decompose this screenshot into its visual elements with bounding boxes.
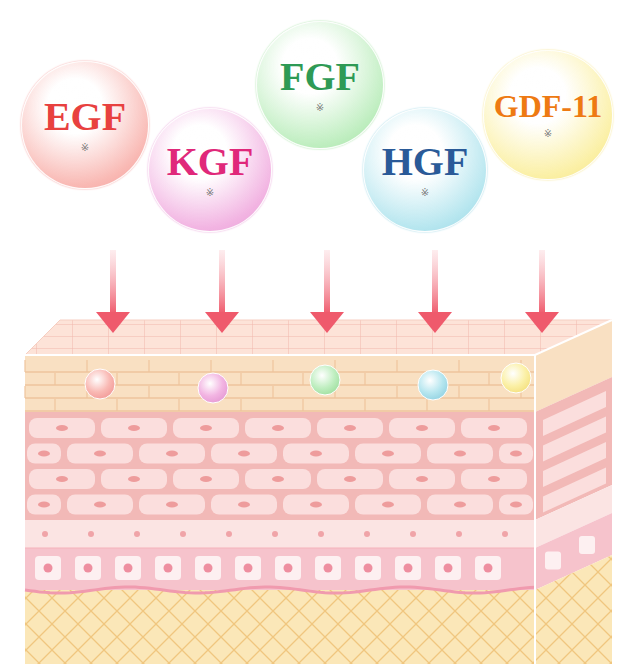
absorbed-bubble	[85, 369, 115, 399]
note-mark: ※	[544, 128, 552, 140]
penetration-arrow	[96, 250, 130, 333]
skin-layer	[25, 590, 535, 664]
growth-factor-bubble: GDF-11 ※	[483, 50, 612, 179]
factor-name: HGF	[382, 141, 469, 183]
factor-name: EGF	[44, 96, 126, 138]
skin-layer	[25, 520, 535, 548]
skin-layer	[25, 412, 535, 520]
factor-name: FGF	[280, 56, 360, 98]
penetration-arrow	[418, 250, 452, 333]
absorbed-bubble	[501, 363, 531, 393]
growth-factor-bubble: EGF ※	[21, 61, 149, 189]
penetration-arrow	[310, 250, 344, 333]
skin-side-layer	[535, 555, 612, 664]
bubble-content: FGF ※	[280, 56, 360, 114]
bubble-content: GDF-11 ※	[494, 90, 602, 140]
note-mark: ※	[421, 187, 429, 199]
bubble-content: HGF ※	[382, 141, 469, 199]
factor-name: KGF	[167, 141, 254, 183]
absorbed-bubble	[310, 365, 340, 395]
absorbed-bubble	[418, 370, 448, 400]
factor-name: GDF-11	[494, 90, 602, 124]
bubble-content: KGF ※	[167, 141, 254, 199]
bubble-content: EGF ※	[44, 96, 126, 154]
growth-factor-bubble: KGF ※	[148, 108, 272, 232]
penetration-arrow	[205, 250, 239, 333]
growth-factor-bubble: FGF ※	[256, 21, 384, 149]
absorbed-bubble	[198, 373, 228, 403]
skin-layer	[25, 548, 535, 590]
growth-factor-bubble: HGF ※	[363, 108, 487, 232]
note-mark: ※	[316, 102, 324, 114]
penetration-arrow	[525, 250, 559, 333]
note-mark: ※	[206, 187, 214, 199]
note-mark: ※	[81, 142, 89, 154]
skin-layer	[25, 355, 535, 412]
